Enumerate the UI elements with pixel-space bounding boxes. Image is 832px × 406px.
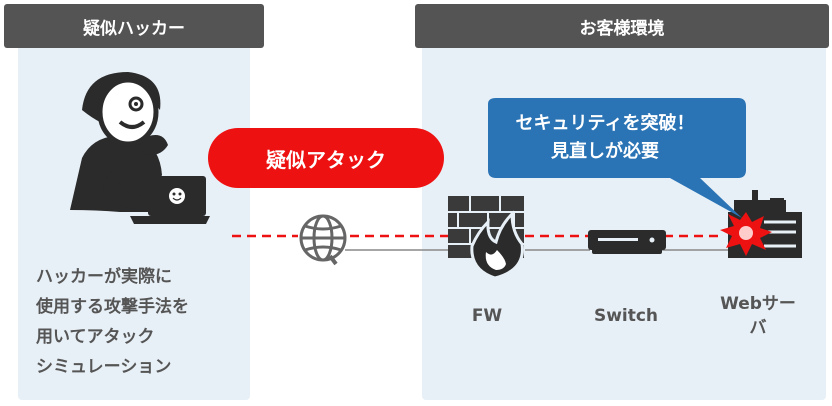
hacker-description: ハッカーが実際に 使用する攻撃手法を 用いてアタック シミュレーション	[36, 267, 189, 377]
globe-icon	[299, 214, 347, 266]
fw-label: FW	[471, 306, 503, 326]
network-switch-icon	[588, 230, 666, 254]
pseudo-attack-label: 疑似アタック	[208, 128, 444, 188]
switch-label: Switch	[593, 306, 659, 326]
firewall-icon	[448, 196, 524, 280]
warning-callout	[488, 98, 746, 218]
hacker-panel-header: 疑似ハッカー	[4, 4, 264, 48]
warning-callout-text: セキュリティを突破！ 見直しが必要	[515, 113, 695, 162]
web-server-label: Webサー バ	[720, 294, 796, 338]
hacker-at-laptop-icon	[70, 72, 210, 224]
customer-environment-header: お客様環境	[415, 4, 829, 48]
explosion-icon	[720, 212, 772, 256]
